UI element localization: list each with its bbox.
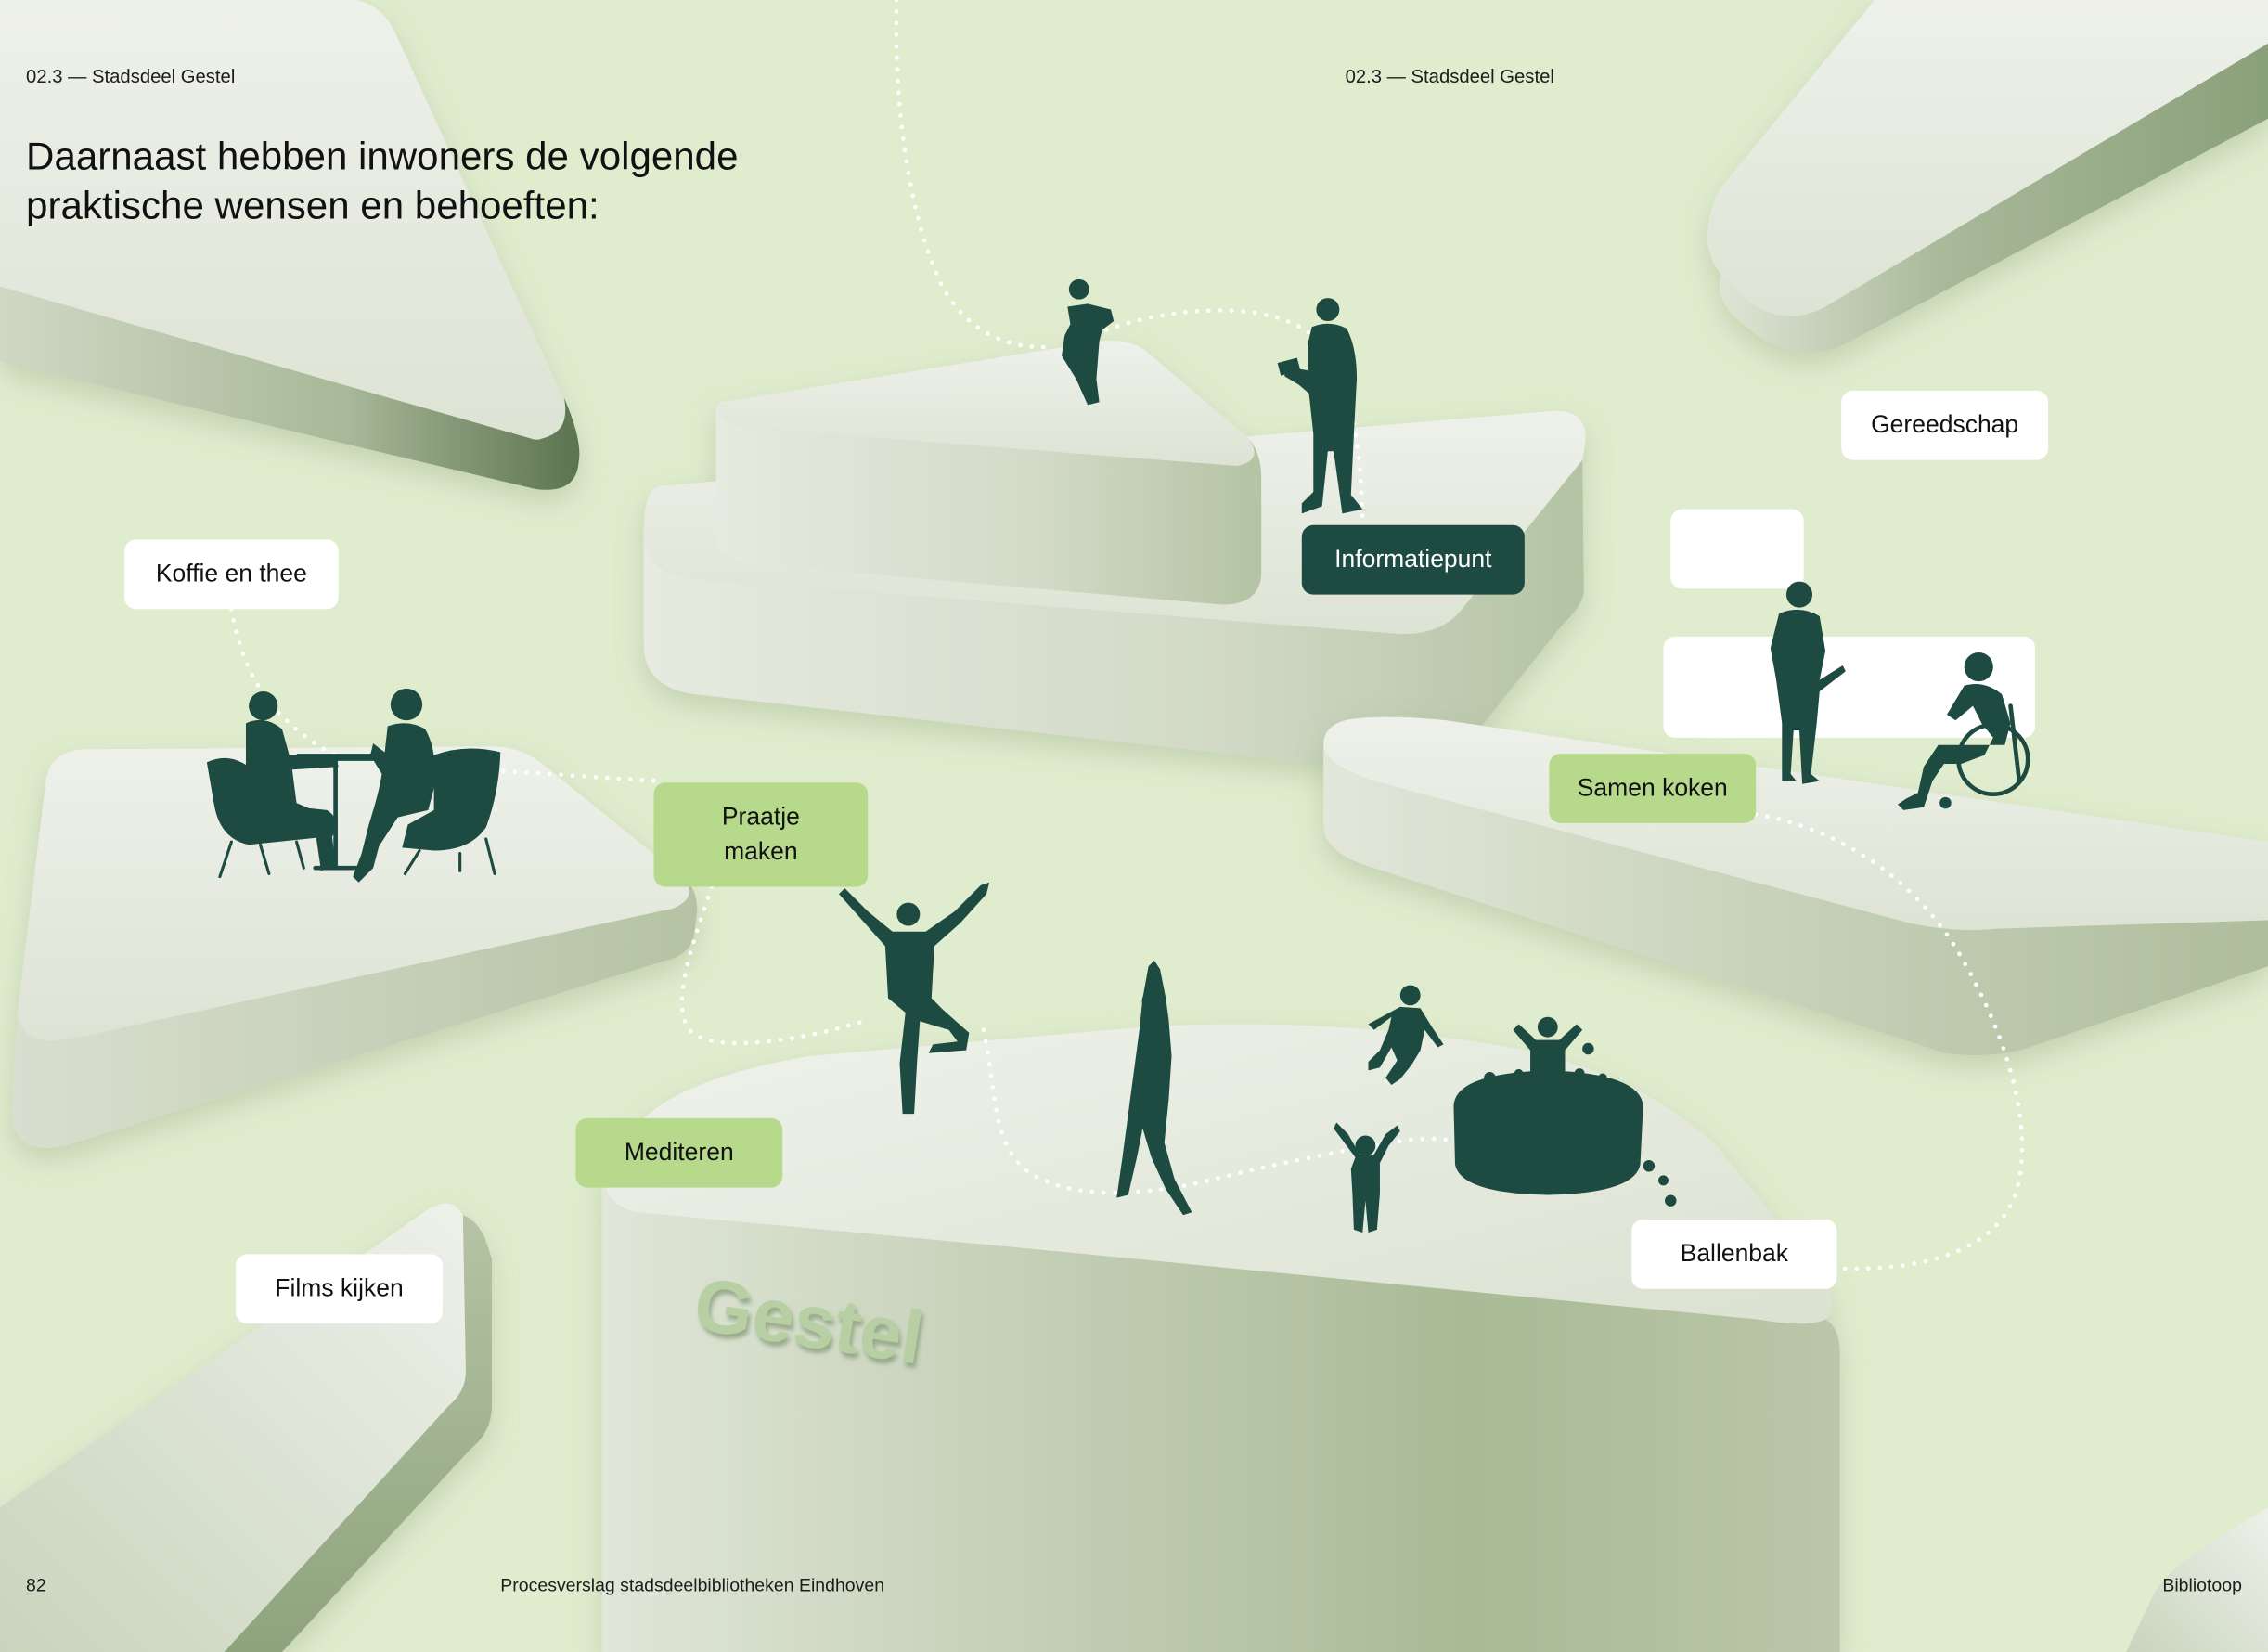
platform-center-lower-side [643,459,1584,773]
dancing-person-icon [839,882,990,1115]
label-ballenbak: Ballenbak [1631,1219,1837,1289]
footer-page-number: 82 [26,1575,46,1596]
silhouettes [206,278,2030,1233]
person-with-tablet-icon [1277,298,1363,514]
two-people-at-table-icon [206,688,501,883]
label-text: Informatiepunt [1334,545,1492,574]
page-heading: Daarnaast hebben inwoners de volgende pr… [26,132,738,230]
jumping-child-icon [1334,1122,1400,1233]
right-chair [402,748,501,851]
wheelchair-user-icon [1897,652,2030,810]
label-text: Mediteren [624,1138,734,1167]
platform-left-top [17,746,689,1041]
table-top [296,754,375,761]
dotted-path-informatiepunt [1104,308,1365,523]
blank-note-small [1670,509,1804,589]
page-heading-line: Daarnaast hebben inwoners de volgende [26,134,739,178]
left-chair-legs [218,840,305,879]
label-text: Gereedschap [1871,410,2019,439]
platform-top-left [0,0,580,490]
label-koffie-en-thee: Koffie en thee [124,539,339,610]
dotted-path-koffie [229,606,350,762]
platform-center-upper-side [715,407,1262,605]
footer-report-title: Procesverslag stadsdeelbibliotheken Eind… [500,1575,885,1596]
yoga-person-icon [1116,960,1192,1216]
dotted-path-table-praatje [501,768,661,784]
platform-left [11,746,698,1149]
platform-right [1323,716,2268,1055]
dotted-path-praatje-dancer [679,884,870,1046]
label-informatiepunt: Informatiepunt [1301,524,1525,595]
label-text: Koffie en thee [155,560,307,587]
platform-bottom-right [2126,1507,2268,1652]
label-text: Ballenbak [1680,1239,1789,1268]
platform-top-left-side [0,286,580,490]
dotted-path-koken-ballenbak [1753,812,2025,1271]
page-heading-line: praktische wensen en behoeften: [26,183,599,227]
label-text: Samen koken [1577,773,1728,802]
platform-top-right-top [1707,0,2268,316]
platform-center-upper-top [715,340,1255,466]
running-head-left: 02.3 — Stadsdeel Gestel [26,65,236,87]
person-reading-icon [1062,278,1115,406]
footer-section: Bibliotoop [2162,1575,2242,1596]
label-text: Praatje maken [721,803,800,866]
running-head-right: 02.3 — Stadsdeel Gestel [1345,65,1554,87]
platform-top-left-top [0,0,565,440]
label-samen-koken: Samen koken [1549,754,1757,823]
dotted-path-top [894,0,1047,350]
label-text: Films kijken [275,1274,404,1302]
platform-right-side [1323,744,2268,1055]
label-films-kijken: Films kijken [236,1254,443,1324]
pillar-front [601,1168,1840,1652]
label-gereedschap: Gereedschap [1841,390,2049,460]
right-chair-legs [403,837,496,875]
platform-bottom-left-side [224,1215,492,1652]
label-mediteren: Mediteren [575,1117,783,1188]
platform-top-right [1707,0,2268,353]
ball-pit-icon [1453,1016,1677,1207]
platform-top-right-side [1719,43,2268,353]
table-stand [313,758,358,871]
blank-note-wide [1663,636,2036,738]
label-praatje-maken: Praatje maken [653,782,869,887]
person-cooking-icon [1770,581,1846,784]
running-child-icon [1368,985,1444,1086]
platform-left-side [11,874,698,1149]
